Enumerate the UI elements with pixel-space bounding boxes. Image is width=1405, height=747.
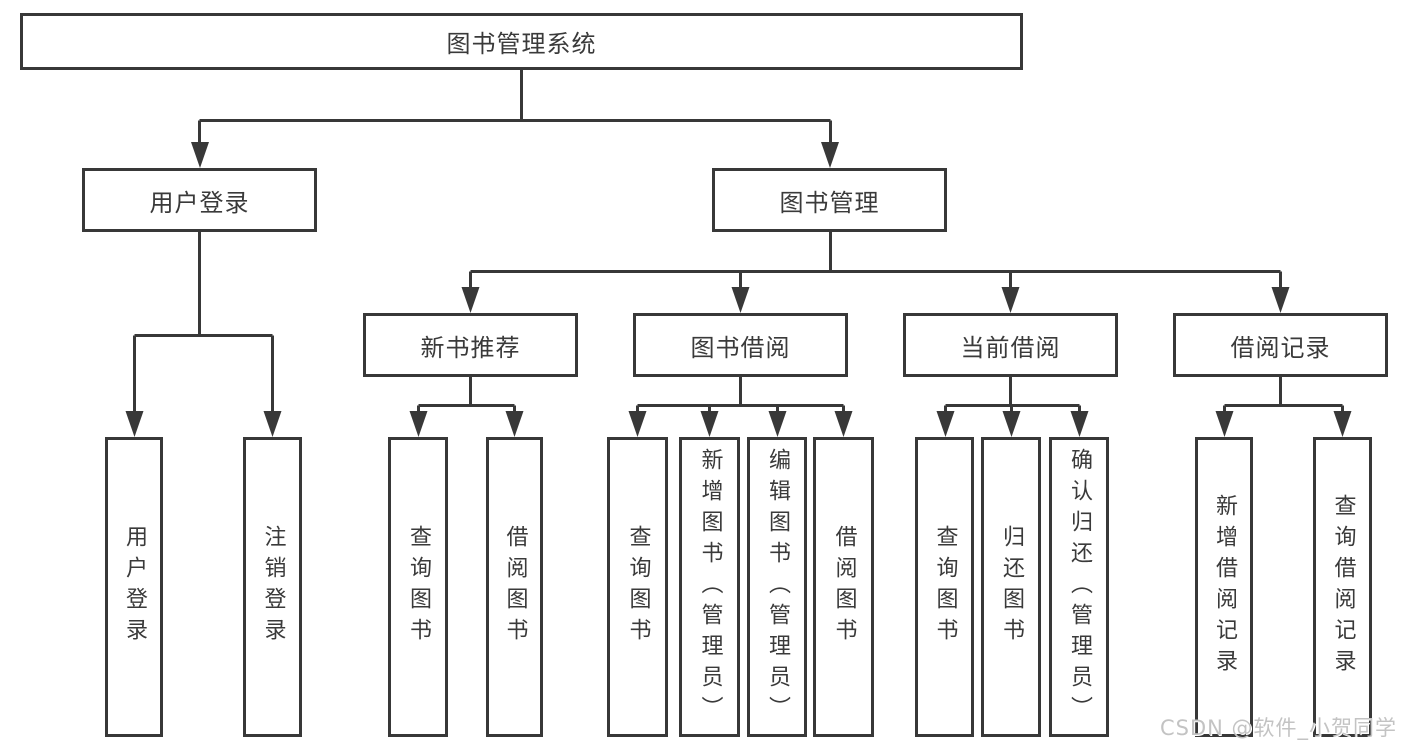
edges-book-borrowing: [636, 377, 845, 415]
arrow-to-leaf-confirm-return-admin: [1070, 411, 1089, 437]
node-leaf-add-books-admin: 新增图书（管理员）: [679, 437, 740, 737]
edges-new-book-recommend: [417, 377, 516, 415]
node-leaf-confirm-return-admin: 确认归还（管理员）: [1049, 437, 1109, 737]
arrow-to-new-book-recommend: [461, 287, 480, 313]
node-leaf-return-books-label: 归还图书: [999, 525, 1024, 649]
node-leaf-logout: 注销登录: [243, 437, 302, 737]
arrow-to-leaf-add-books-admin: [700, 411, 719, 437]
node-root-label: 图书管理系统: [446, 30, 597, 58]
edges-book-management: [469, 232, 1282, 291]
edges-root: [198, 70, 832, 146]
node-new-book-recommend: 新书推荐: [363, 313, 578, 377]
node-leaf-user-login-label: 用户登录: [122, 525, 147, 649]
node-leaf-logout-label: 注销登录: [260, 525, 286, 649]
node-leaf-query-books-2-label: 查询图书: [625, 525, 651, 649]
node-current-borrowing-label: 当前借阅: [960, 333, 1061, 362]
node-leaf-edit-books-admin-label: 编辑图书（管理员）: [765, 447, 790, 727]
node-leaf-return-books: 归还图书: [981, 437, 1041, 737]
node-leaf-add-borrow-record: 新增借阅记录: [1195, 437, 1253, 737]
node-leaf-user-login: 用户登录: [105, 437, 163, 737]
arrow-to-leaf-return-books: [1002, 411, 1021, 437]
node-user-login-label: 用户登录: [149, 188, 250, 217]
node-borrowing-records-label: 借阅记录: [1230, 333, 1331, 362]
node-borrowing-records: 借阅记录: [1173, 313, 1388, 377]
edges-borrowing-records: [1223, 377, 1344, 415]
node-book-borrowing-label: 图书借阅: [690, 333, 791, 362]
node-leaf-query-books-3-label: 查询图书: [932, 525, 958, 649]
node-leaf-query-books-1-label: 查询图书: [406, 525, 431, 649]
arrow-to-leaf-query-books-1: [409, 411, 428, 437]
arrow-to-book-management: [821, 142, 839, 168]
node-leaf-query-books-1: 查询图书: [388, 437, 448, 737]
node-leaf-borrow-books-1-label: 借阅图书: [502, 525, 528, 649]
arrow-to-leaf-logout: [263, 411, 282, 437]
edges-user-login: [133, 232, 274, 416]
node-leaf-query-borrow-record: 查询借阅记录: [1313, 437, 1372, 737]
edges-current-borrowing: [944, 377, 1081, 415]
node-book-borrowing: 图书借阅: [633, 313, 848, 377]
node-leaf-borrow-books-1: 借阅图书: [486, 437, 543, 737]
arrow-to-leaf-query-borrow-record: [1333, 411, 1352, 437]
node-current-borrowing: 当前借阅: [903, 313, 1118, 377]
arrow-to-leaf-borrow-books-2: [834, 411, 853, 437]
node-leaf-query-books-2: 查询图书: [607, 437, 668, 737]
arrow-to-leaf-query-books-3: [936, 411, 955, 437]
node-leaf-query-books-3: 查询图书: [915, 437, 974, 737]
arrow-to-leaf-user-login: [125, 411, 144, 437]
arrow-to-borrowing-records: [1271, 287, 1290, 313]
node-leaf-edit-books-admin: 编辑图书（管理员）: [747, 437, 807, 737]
arrow-to-leaf-query-books-2: [628, 411, 647, 437]
node-leaf-query-borrow-record-label: 查询借阅记录: [1330, 494, 1356, 680]
node-root: 图书管理系统: [20, 13, 1023, 70]
arrow-to-book-borrowing: [731, 287, 750, 313]
node-user-login: 用户登录: [82, 168, 317, 232]
arrow-to-user-login: [191, 142, 209, 168]
node-leaf-add-borrow-record-label: 新增借阅记录: [1212, 494, 1237, 680]
node-leaf-borrow-books-2-label: 借阅图书: [831, 525, 857, 649]
node-book-management-label: 图书管理: [779, 188, 880, 217]
node-leaf-borrow-books-2: 借阅图书: [813, 437, 874, 737]
csdn-watermark: CSDN @软件_小贺同学: [1160, 716, 1398, 740]
node-leaf-confirm-return-admin-label: 确认归还（管理员）: [1067, 447, 1092, 727]
arrow-to-leaf-borrow-books-1: [505, 411, 524, 437]
node-book-management: 图书管理: [712, 168, 947, 232]
arrow-to-current-borrowing: [1001, 287, 1020, 313]
arrow-to-leaf-add-borrow-record: [1215, 411, 1234, 437]
arrow-to-leaf-edit-books-admin: [768, 411, 787, 437]
node-new-book-recommend-label: 新书推荐: [420, 333, 521, 362]
node-leaf-add-books-admin-label: 新增图书（管理员）: [697, 447, 723, 727]
